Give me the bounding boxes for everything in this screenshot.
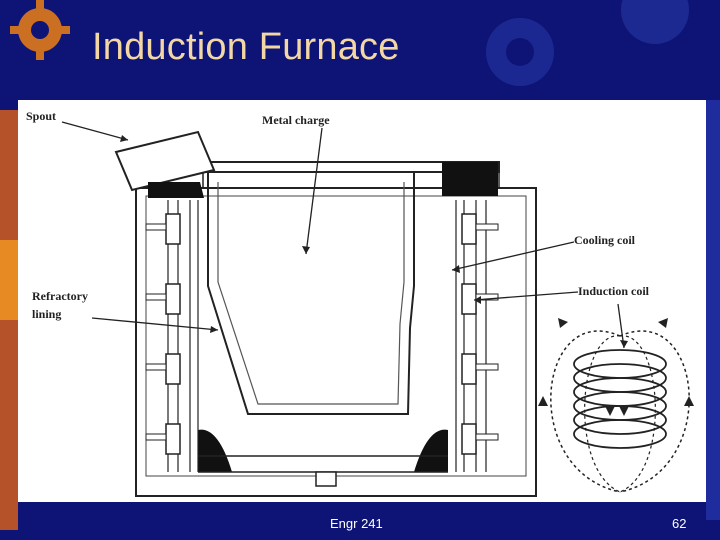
gear-icon: [10, 0, 70, 60]
top-right-block: [442, 162, 498, 196]
right-coil-column: [455, 200, 499, 472]
slide-title: Induction Furnace: [92, 26, 400, 68]
bottom-right-fillet: [414, 429, 448, 472]
top-left-block: [148, 182, 204, 198]
spout-leader: [61, 121, 129, 141]
cooling-coil-label: Cooling coil: [574, 233, 636, 247]
left-coil-column: [145, 200, 199, 472]
induction-coil-leader: [473, 291, 579, 301]
bottom-left-fillet: [198, 429, 232, 472]
crucible-outer: [207, 172, 415, 415]
tap-hole: [315, 471, 337, 487]
diagram-panel: Spout Metal charge Cooling coil Inductio…: [18, 100, 706, 502]
metal-charge-label: Metal charge: [262, 113, 330, 127]
gear-icon: [486, 18, 554, 86]
spout-label: Spout: [26, 109, 56, 123]
crucible-inner: [217, 182, 405, 405]
page-number: 62: [672, 516, 687, 531]
spout: [114, 130, 216, 192]
induction-furnace-diagram: Spout Metal charge Cooling coil Inductio…: [26, 109, 694, 497]
leader-arrowheads: [120, 135, 628, 348]
refractory-label-line1: Refractory: [32, 289, 88, 303]
metal-charge-leader: [305, 127, 323, 255]
refractory-leader: [91, 317, 219, 331]
induction-coil-label: Induction coil: [578, 284, 650, 298]
left-edge-highlight: [0, 240, 18, 320]
cooling-coil-leader: [451, 241, 575, 271]
right-edge-strip: [706, 100, 720, 520]
refractory-label-line2: lining: [32, 307, 61, 321]
footer-course: Engr 241: [330, 516, 383, 531]
top-rim: [202, 171, 500, 189]
induction-coil-inset: [538, 318, 694, 493]
gear-icon: [621, 0, 689, 44]
leader-lines: [61, 121, 625, 349]
